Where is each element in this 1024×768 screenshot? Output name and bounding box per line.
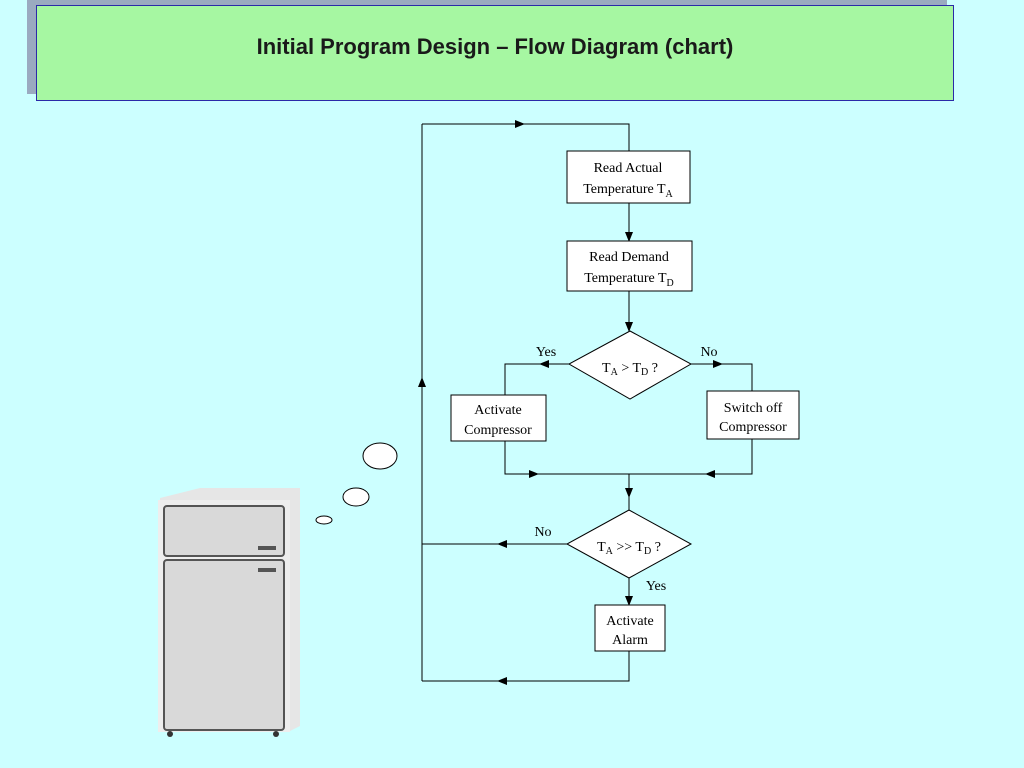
switch-off-line2: Compressor [719,420,787,435]
activate-compressor-line2: Compressor [464,423,532,438]
thought-bubble-icon [315,442,398,525]
no-label-1: No [700,345,717,360]
read-actual-line2: Temperature TA [583,182,673,200]
read-demand-line1: Read Demand [589,250,669,265]
decision-ta-gt-td: TA > TD ? [567,330,693,400]
read-actual-line1: Read Actual [594,161,663,176]
connectors [418,120,753,685]
page-title: Initial Program Design – Flow Diagram (c… [256,34,734,59]
activate-compressor-node: Activate Compressor [450,394,547,442]
activate-compressor-line1: Activate [474,403,521,418]
yes-label-1: Yes [536,345,556,360]
title-banner: Initial Program Design – Flow Diagram (c… [36,5,954,101]
read-actual-node: Read Actual Temperature TA [566,150,691,204]
decision2-text: TA >> TD ? [597,540,661,557]
switch-off-line1: Switch off [724,401,783,416]
decision-ta-gg-td: TA >> TD ? [565,509,693,579]
yes-label-2: Yes [646,579,666,594]
activate-alarm-line2: Alarm [612,633,648,648]
read-demand-node: Read Demand Temperature TD [566,240,693,292]
switch-off-compressor-node: Switch off Compressor [706,390,800,440]
read-demand-line2: Temperature TD [584,271,674,289]
refrigerator-icon [158,488,300,737]
no-label-2: No [534,525,551,540]
activate-alarm-node: Activate Alarm [594,604,666,652]
decision1-text: TA > TD ? [602,361,658,378]
activate-alarm-line1: Activate [606,614,653,629]
